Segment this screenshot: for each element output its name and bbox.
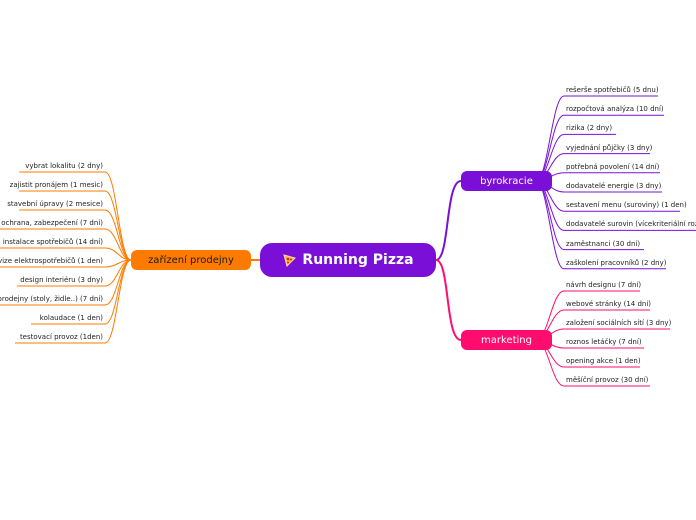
leaf-marketing[interactable]: měšíční provoz (30 dní) xyxy=(566,376,649,384)
leaf-byrokracie[interactable]: rizika (2 dny) xyxy=(566,124,613,133)
leaf-byrokracie[interactable]: potřebná povolení (14 dní) xyxy=(566,162,660,171)
connector-line xyxy=(104,259,132,325)
leaf-zarizeni[interactable]: a instalace spotřebičů (14 dní) xyxy=(0,238,103,246)
branch-zarizeni-label: zařízení prodejny xyxy=(148,254,234,266)
leaf-zarizeni[interactable]: prodejny (stoly, židle..) (7 dní) xyxy=(0,295,103,303)
leaf-marketing[interactable]: roznos letáčky (7 dní) xyxy=(566,338,642,346)
branch-marketing[interactable]: marketing xyxy=(461,330,552,350)
leaf-zarizeni[interactable]: evize elektrospotřebičů (1 den) xyxy=(0,257,103,265)
branch-byrokracie[interactable]: byrokracie xyxy=(461,171,552,191)
leaf-byrokracie[interactable]: rozpočtová analýza (10 dní) xyxy=(566,105,664,114)
central-topic[interactable]: Running Pizza xyxy=(260,243,436,277)
central-topic-title: Running Pizza xyxy=(302,252,414,268)
leaf-byrokracie[interactable]: rešerše spotřebičů (5 dnu) xyxy=(566,86,659,94)
leaf-byrokracie[interactable]: dodavatelé energie (3 dny) xyxy=(566,182,662,190)
connector-line xyxy=(104,247,132,261)
leaf-zarizeni[interactable]: kolaudace (1 den) xyxy=(39,314,103,322)
leaf-marketing[interactable]: založení sociálních sítí (3 dny) xyxy=(566,319,672,327)
leaf-zarizeni[interactable]: design interiéru (3 dny) xyxy=(20,276,103,284)
leaf-zarizeni[interactable]: vybrat lokalitu (2 dny) xyxy=(25,162,103,170)
leaf-byrokracie[interactable]: zaměstnanci (30 dní) xyxy=(566,239,641,248)
leaf-zarizeni[interactable]: stavební úpravy (2 mesice) xyxy=(7,200,103,208)
branch-zarizeni-prodejny[interactable]: zařízení prodejny xyxy=(131,250,251,270)
branch-byrokracie-label: byrokracie xyxy=(480,175,533,187)
pizza-icon xyxy=(283,254,297,267)
leaf-byrokracie[interactable]: zaškolení pracovníků (2 dny) xyxy=(566,258,667,267)
leaf-marketing[interactable]: opening akce (1 den) xyxy=(566,357,641,365)
connector-line xyxy=(435,180,462,261)
leaf-marketing[interactable]: návrh designu (7 dní) xyxy=(566,281,642,289)
leaf-zarizeni[interactable]: testovací provoz (1den) xyxy=(19,333,103,341)
leaf-byrokracie[interactable]: vyjednání půjčky (3 dny) xyxy=(566,143,653,152)
connector-line xyxy=(104,209,132,261)
leaf-marketing[interactable]: webové stránky (14 dní) xyxy=(566,300,652,308)
connector-line xyxy=(535,180,565,270)
connector-line xyxy=(104,228,132,261)
connector-line xyxy=(435,259,462,341)
branch-marketing-label: marketing xyxy=(481,334,532,346)
leaf-zarizeni[interactable]: zajistit pronájem (1 mesic) xyxy=(9,181,103,189)
connector-line xyxy=(104,259,132,344)
leaf-zarizeni[interactable]: ní ochrana, zabezpečení (7 dní) xyxy=(0,219,103,227)
leaf-byrokracie[interactable]: sestavení menu (suroviny) (1 den) xyxy=(566,201,687,210)
connector-line xyxy=(104,171,132,261)
leaf-byrokracie[interactable]: dodavatelé surovin (vícekriteriální roz xyxy=(566,220,696,229)
connector-line xyxy=(104,190,132,261)
